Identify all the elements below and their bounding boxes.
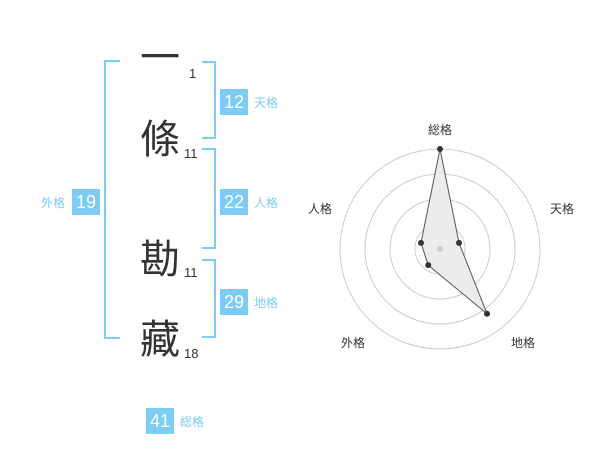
radar-point — [484, 310, 491, 317]
radar-data-polygon — [420, 148, 488, 315]
radar-point — [456, 239, 463, 246]
tenkaku-badge: 12 — [220, 89, 248, 115]
radar-point — [417, 239, 424, 246]
gaikaku-badge: 19 — [72, 189, 100, 215]
jinkaku-bracket — [202, 148, 216, 249]
radar-point — [425, 262, 432, 269]
jinkaku-badge: 22 — [220, 189, 248, 215]
radar-label-soukaku: 総格 — [428, 123, 453, 137]
name-char-1: 一 — [140, 35, 180, 81]
radar-label-gaikaku: 外格 — [341, 336, 366, 350]
radar-label-chikaku: 地格 — [511, 336, 536, 350]
radar-label-jinkaku: 人格 — [308, 202, 333, 216]
radar-points — [417, 146, 491, 317]
name-char-1-strokes: 1 — [189, 66, 197, 81]
radar-point — [437, 146, 443, 152]
name-char-3-strokes: 11 — [184, 265, 198, 280]
radar-label-tenkaku: 天格 — [550, 202, 575, 216]
radar-center-dot — [437, 246, 443, 252]
name-char-4-strokes: 18 — [184, 346, 199, 361]
chikaku-bracket — [202, 259, 216, 338]
tenkaku-label: 天格 — [254, 96, 279, 110]
soukaku-badge: 41 — [146, 408, 174, 434]
radar-chart — [339, 146, 541, 350]
soukaku-label: 総格 — [180, 415, 205, 429]
name-char-2-strokes: 11 — [184, 146, 198, 161]
chikaku-label: 地格 — [254, 296, 279, 310]
jinkaku-label: 人格 — [254, 196, 279, 210]
gaikaku-bracket — [104, 60, 120, 339]
name-char-4: 藏 — [140, 317, 180, 363]
tenkaku-bracket — [202, 61, 216, 139]
gaikaku-label: 外格 — [41, 196, 66, 210]
name-char-3: 勘 — [140, 237, 180, 283]
chikaku-badge: 29 — [220, 289, 248, 315]
name-char-2: 條 — [140, 117, 180, 163]
